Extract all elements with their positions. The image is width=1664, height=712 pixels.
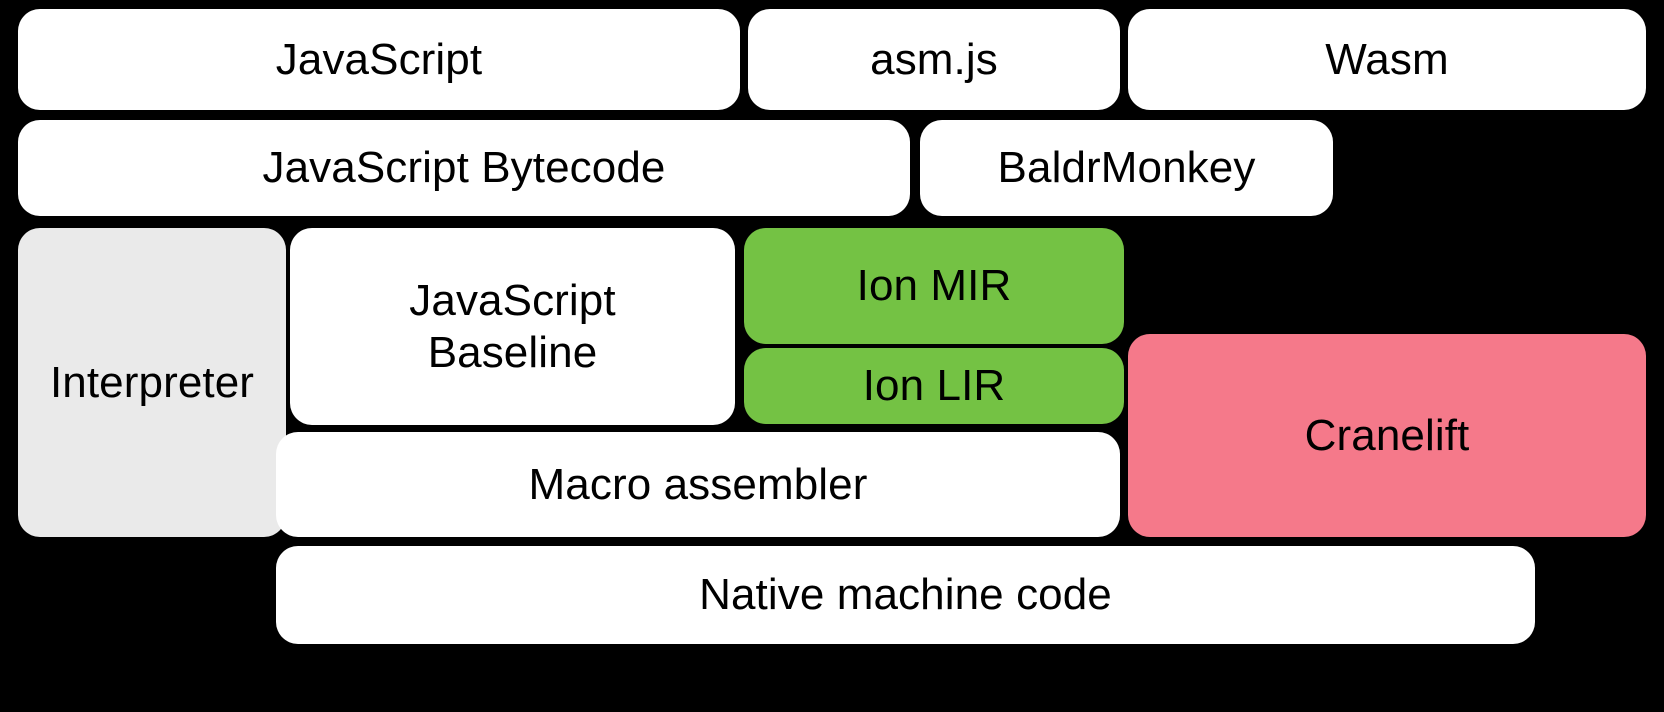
node-ion-lir: Ion LIR xyxy=(744,348,1124,424)
node-cranelift: Cranelift xyxy=(1128,334,1646,537)
node-javascript: JavaScript xyxy=(18,9,740,110)
node-baldrmonkey: BaldrMonkey xyxy=(920,120,1333,216)
node-interpreter: Interpreter xyxy=(18,228,286,537)
node-native-machine-code: Native machine code xyxy=(276,546,1535,644)
node-ion-mir: Ion MIR xyxy=(744,228,1124,344)
node-asmjs: asm.js xyxy=(748,9,1120,110)
node-javascript-bytecode: JavaScript Bytecode xyxy=(18,120,910,216)
node-javascript-baseline: JavaScript Baseline xyxy=(290,228,735,425)
node-wasm: Wasm xyxy=(1128,9,1646,110)
node-macro-assembler: Macro assembler xyxy=(276,432,1120,537)
